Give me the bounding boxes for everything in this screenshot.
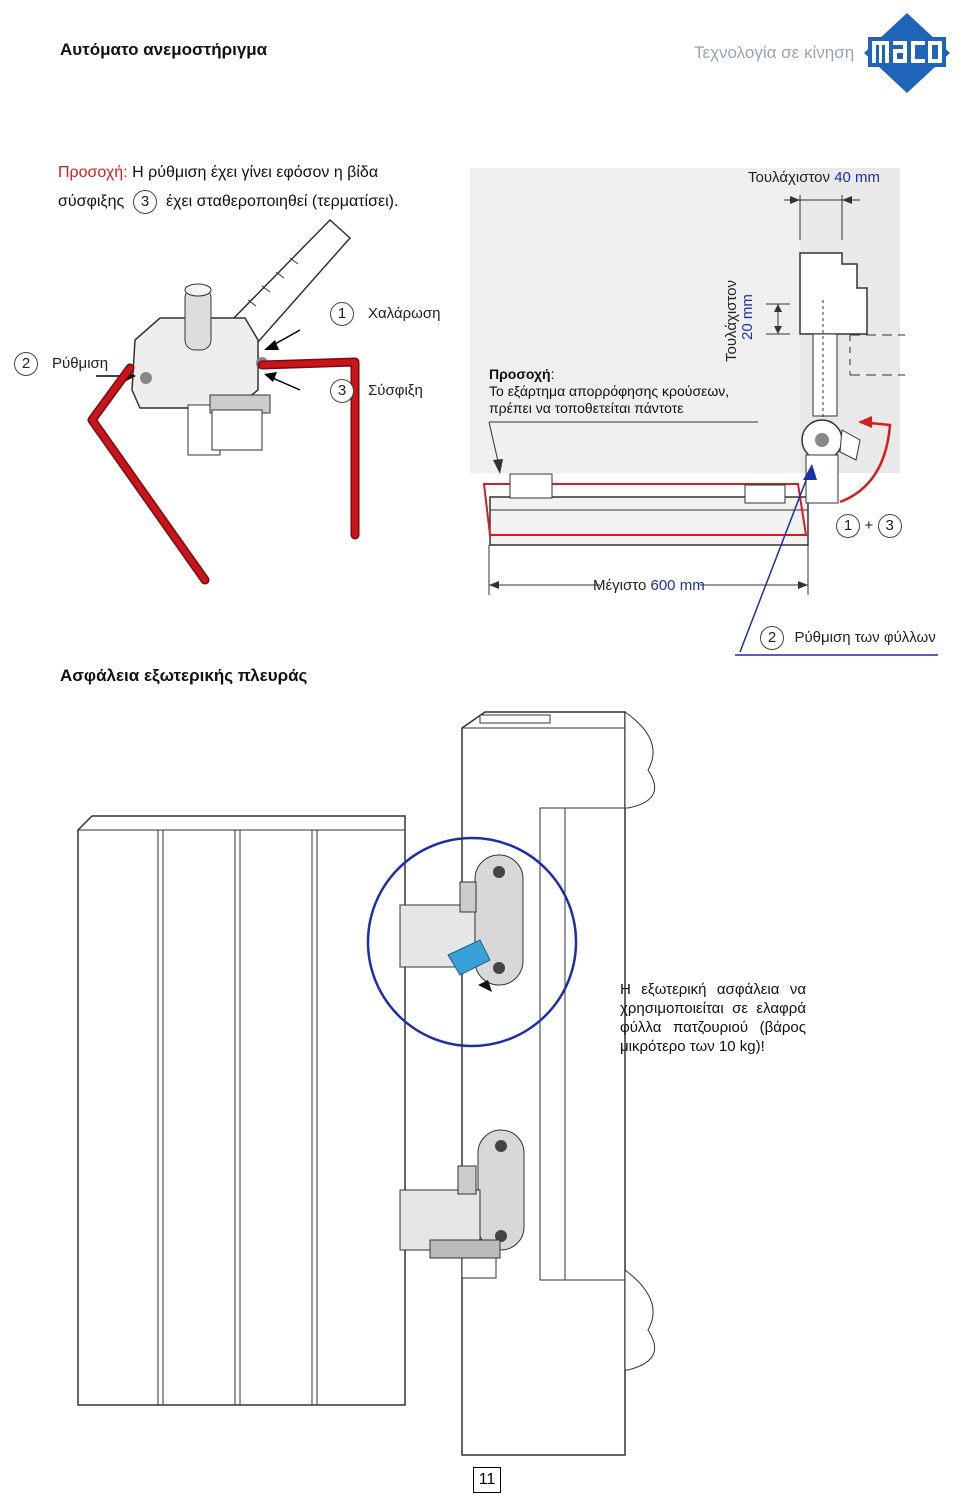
exterior-lock-note: Η εξωτερική ασφάλεια να χρησιμοποιείται … [620, 981, 806, 1055]
adjustment-diagram [87, 168, 938, 656]
note-num-3: 3 [133, 189, 158, 214]
caution-note: Προσοχή: Το εξάρτημα απορρόφησης κρούσεω… [489, 366, 730, 416]
num-2-adjust: 2 [14, 352, 38, 376]
section-title: Ασφάλεια εξωτερικής πλευράς [60, 666, 308, 685]
label-min-40: Τουλάχιστον 40 mm [748, 169, 881, 186]
maco-logo: maco [864, 13, 950, 93]
label-min-20: Τουλάχιστον 20 mm [723, 280, 756, 362]
label-adjust: Ρύθμιση [52, 355, 109, 372]
num-3-tighten: 3 [330, 379, 354, 403]
sash-adjust-label: 2 Ρύθμιση των φύλλων [760, 626, 936, 650]
logo-text: maco [907, 58, 910, 60]
note-line1: Η ρύθμιση έχει γίνει εφόσον η βίδα [132, 164, 379, 181]
label-tighten: Σύσφιξη [368, 382, 423, 399]
note-line2a: σύσφιξης [58, 193, 125, 210]
label-loosen: Χαλάρωση [368, 305, 441, 322]
min20-text-b: 20 mm [739, 294, 756, 340]
min20-text-a: Τουλάχιστον [723, 280, 740, 362]
page-title: Αυτόματο ανεμοστήριγμα [60, 40, 268, 59]
num-1-loosen: 1 [330, 302, 354, 326]
exterior-lock-illustration [77, 711, 656, 1456]
tagline: Τεχνολογία σε κίνηση [694, 43, 855, 62]
combo-1-3: 1 + 3 [836, 514, 902, 538]
note-lead: Προσοχή: [58, 164, 128, 181]
note-line2b: έχει σταθεροποιηθεί (τερματίσει). [165, 193, 399, 210]
page-number: 11 [473, 1467, 501, 1493]
adjust-note: Προσοχή: Η ρύθμιση έχει γίνει εφόσον η β… [58, 158, 398, 216]
label-max-600: Μέγιστο 600 mm [593, 577, 705, 594]
